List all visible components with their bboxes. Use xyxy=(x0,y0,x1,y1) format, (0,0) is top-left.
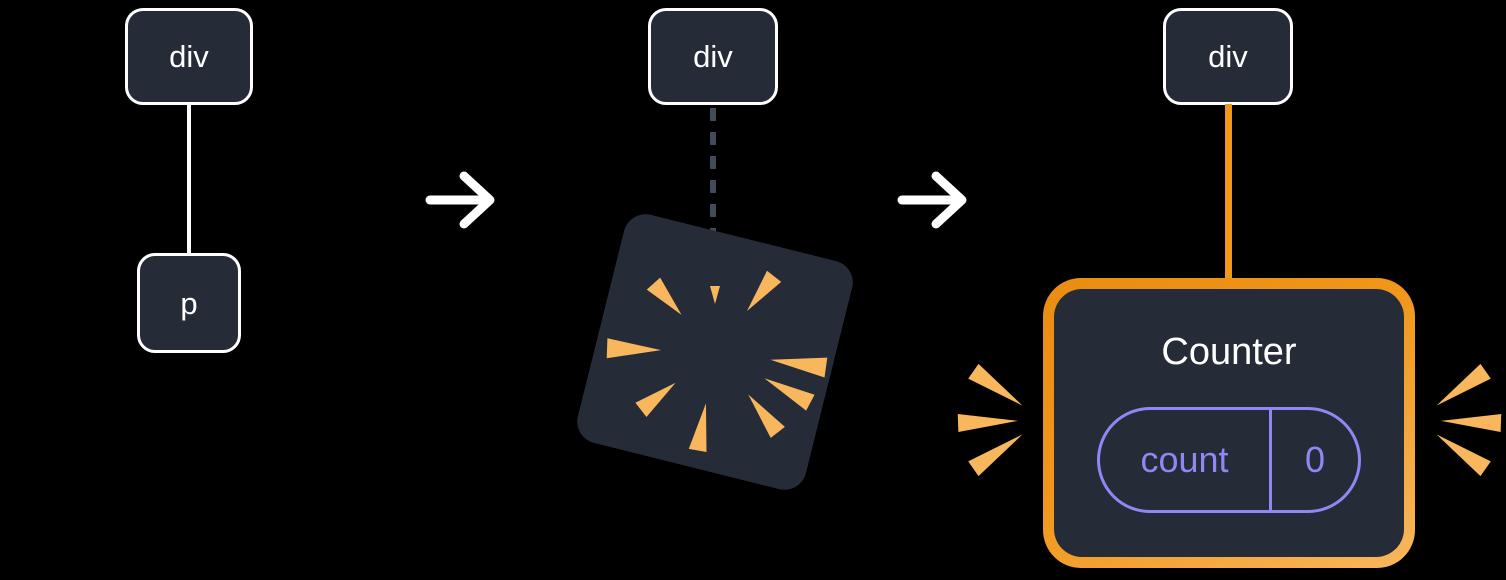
counter-component-body: Counter count 0 xyxy=(1054,289,1404,557)
state-key: count xyxy=(1140,439,1229,480)
dom-node-div-before-label: div xyxy=(169,39,209,74)
state-divider xyxy=(1269,410,1272,510)
state-pill: count 0 xyxy=(1097,407,1361,513)
counter-component-card: Counter count 0 xyxy=(1043,278,1415,568)
explosion-destroyed-node-icon xyxy=(577,214,853,490)
dom-node-div-after-label: div xyxy=(1208,39,1248,74)
dom-node-div-before: div xyxy=(125,8,253,105)
emphasis-sparks-right-icon xyxy=(1436,363,1502,477)
counter-title: Counter xyxy=(1161,331,1297,373)
dom-node-div-destroy-label: div xyxy=(693,39,733,74)
tree-edge-line xyxy=(187,104,191,254)
arrow-right-icon-1 xyxy=(425,171,495,229)
dom-node-p: p xyxy=(137,253,241,353)
dom-node-div-destroy: div xyxy=(648,8,778,105)
dom-node-div-after: div xyxy=(1163,8,1293,105)
spark-burst-icon xyxy=(606,270,828,453)
arrow-right-icon-2 xyxy=(897,171,967,229)
dom-node-p-label: p xyxy=(180,285,198,321)
emphasis-sparks-left-icon xyxy=(957,363,1023,477)
state-value: 0 xyxy=(1304,439,1326,480)
tree-edge-orange xyxy=(1225,104,1232,280)
